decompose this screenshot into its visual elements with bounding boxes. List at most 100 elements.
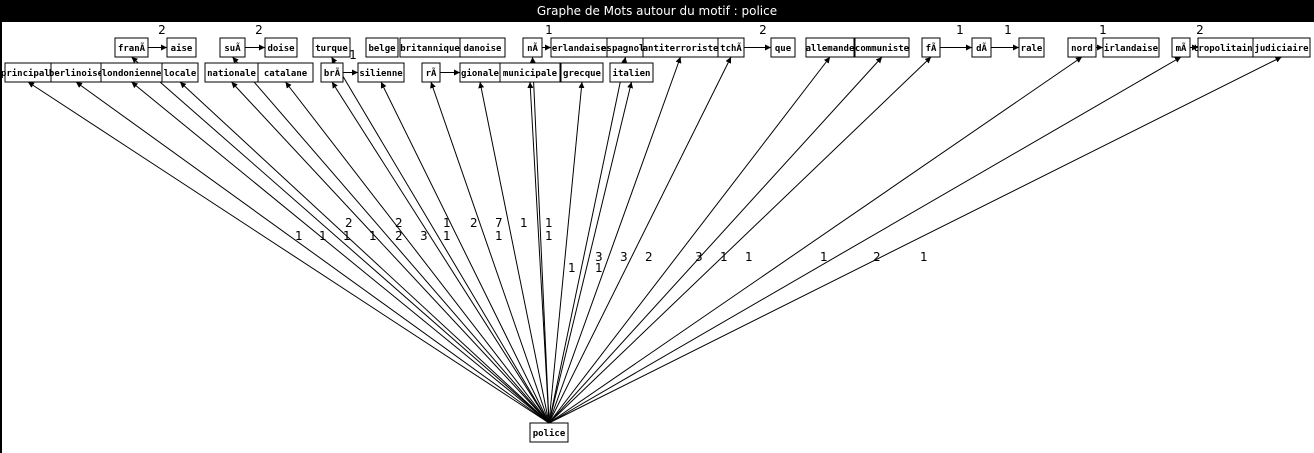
word-node-tch[interactable]: tchÃ [717, 37, 745, 58]
edge-police-grecque [548, 81, 585, 424]
word-node-label: brÃ [324, 68, 341, 79]
edge-count-label: 1 [1099, 23, 1107, 37]
word-node-br[interactable]: brÃ [320, 62, 344, 83]
word-node-communiste[interactable]: communiste [854, 37, 910, 58]
word-node-britannique[interactable]: britannique [399, 37, 461, 58]
word-node-que[interactable]: que [770, 37, 796, 58]
word-node-rale[interactable]: rale [1018, 37, 1045, 58]
word-node-box [717, 37, 745, 58]
word-node-doise[interactable]: doise [264, 37, 298, 58]
word-node-erlandaise[interactable]: erlandaise [550, 37, 608, 58]
word-node-danoise[interactable]: danoise [459, 37, 506, 58]
word-node-box [529, 422, 569, 443]
word-node-judiciaire[interactable]: judiciaire [1252, 37, 1311, 58]
word-node-box [499, 62, 561, 83]
edge-count-label: 1 [319, 229, 327, 243]
word-node-grecque[interactable]: grecque [560, 62, 604, 83]
window-title: Graphe de Mots autour du motif : police [0, 0, 1314, 22]
word-node-silienne[interactable]: silienne [357, 62, 405, 83]
word-node-box [421, 62, 441, 83]
word-node-label: franÃ [118, 43, 146, 54]
edge-count-label: 1 [1004, 23, 1012, 37]
edge-police-catalane [285, 81, 550, 424]
word-node-box [805, 37, 855, 58]
word-node-aise[interactable]: aise [166, 37, 197, 58]
word-node-box [770, 37, 796, 58]
word-node-belge[interactable]: belge [365, 37, 399, 58]
word-node-label: police [533, 428, 566, 439]
edge-count-label: 2 [395, 216, 403, 230]
edge-police-gionale [478, 81, 550, 424]
edge-police-espagnole [548, 56, 628, 424]
edge-police-r [430, 81, 550, 424]
word-node-label: italien [613, 68, 651, 79]
word-node-su[interactable]: suÃ [219, 37, 246, 58]
word-node-label: principale [1, 68, 56, 79]
word-node-italien[interactable]: italien [609, 62, 654, 83]
edge-police-communiste [548, 56, 883, 424]
word-node-municipale[interactable]: municipale [499, 62, 561, 83]
word-node-box [971, 37, 992, 58]
word-node-berlinoise[interactable]: berlinoise [49, 62, 104, 83]
edge-count-label: 1 [520, 216, 528, 230]
edge-count-label: 1 [545, 23, 553, 37]
word-node-label: doise [267, 43, 295, 54]
word-node-d[interactable]: dÃ [971, 37, 992, 58]
word-node-gionale[interactable]: gionale [459, 62, 501, 83]
word-node-tropolitaine[interactable]: tropolitaine [1193, 37, 1259, 58]
word-node-label: tropolitaine [1193, 43, 1259, 54]
word-node-label: berlinoise [49, 68, 104, 79]
word-node-box [1067, 37, 1097, 58]
edge-count-label: 1 [349, 48, 357, 62]
word-node-label: danoise [464, 43, 503, 54]
word-node-principale[interactable]: principale [1, 62, 56, 83]
word-node-label: mÃ [1176, 43, 1187, 54]
edge-police-fran [131, 56, 550, 424]
window-left-border [0, 22, 2, 453]
word-node-box [1102, 37, 1160, 58]
word-node-box [560, 62, 604, 83]
word-node-r[interactable]: rÃ [421, 62, 441, 83]
edge-count-label: 1 [369, 229, 377, 243]
word-node-label: suÃ [224, 43, 241, 54]
edge-police-f [548, 56, 932, 424]
word-node-label: belge [368, 44, 396, 54]
edge-police-judiciaire [548, 56, 1282, 424]
edge-count-label: 1 [495, 229, 503, 243]
edge-police-su [232, 56, 550, 424]
word-node-allemande[interactable]: allemande [805, 37, 855, 58]
edge-count-label: 1 [745, 250, 753, 264]
word-node-label: municipale [503, 68, 558, 79]
word-node-m[interactable]: mÃ [1171, 37, 1191, 58]
edge-police-municipale [527, 81, 550, 424]
word-node-box [161, 62, 199, 83]
word-node-londonienne[interactable]: londonienne [100, 62, 163, 83]
word-node-catalane[interactable]: catalane [257, 62, 314, 83]
word-node-police[interactable]: police [529, 422, 569, 443]
word-node-label: dÃ [976, 43, 987, 54]
edge-count-label: 2 [158, 23, 166, 37]
edge-count-label: 3 [420, 229, 428, 243]
word-node-box [609, 62, 654, 83]
word-node-label: gionale [461, 68, 500, 79]
word-node-locale[interactable]: locale [161, 62, 199, 83]
word-node-n[interactable]: nÃ [522, 37, 543, 58]
edge-count-label: 1 [295, 229, 303, 243]
edge-count-label: 3 [620, 250, 628, 264]
word-node-nationale[interactable]: nationale [204, 62, 259, 83]
word-node-antiterroriste[interactable]: antiterroriste [642, 37, 719, 58]
edge-layer [27, 44, 1282, 424]
word-node-f[interactable]: fÃ [921, 37, 941, 58]
word-node-irlandaise[interactable]: irlandaise [1102, 37, 1160, 58]
word-node-nord[interactable]: nord [1067, 37, 1097, 58]
edge-police-allemande [548, 56, 831, 424]
word-node-box [357, 62, 405, 83]
edge-count-label: 2 [255, 23, 263, 37]
edge-police-principale [27, 81, 550, 424]
word-node-label: communiste [855, 43, 910, 54]
word-node-box [312, 37, 351, 58]
word-node-fran[interactable]: franÃ [114, 37, 149, 58]
word-node-turque[interactable]: turque [312, 37, 351, 58]
